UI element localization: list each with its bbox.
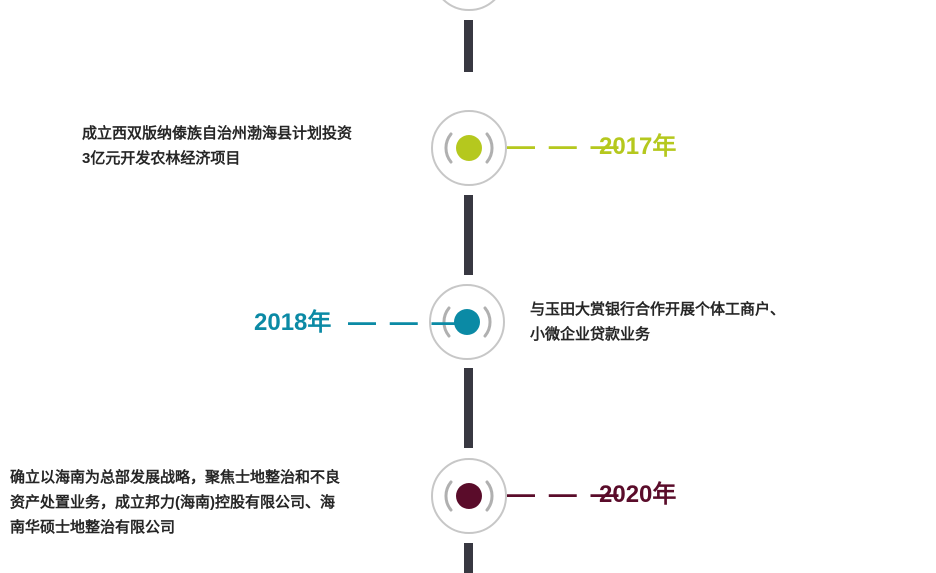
timeline-node-partial [429, 0, 509, 13]
event-description-2018: 与玉田大赏银行合作开展个体工商户、 小微企业贷款业务 [530, 297, 785, 347]
year-label-2017: 2017年 [599, 133, 677, 160]
event-description-line: 成立西双版纳傣族自治州渤海县计划投资 [82, 125, 353, 142]
event-description-line: 小微企业贷款业务 [530, 326, 651, 343]
event-description-line: 确立以海南为总部发展战略，聚焦士地整治和不良 [10, 469, 341, 486]
event-description-line: 3亿元开发农林经济项目 [82, 150, 241, 167]
year-label-2018: 2018年 [254, 309, 332, 336]
event-description-2020: 确立以海南为总部发展战略，聚焦士地整治和不良 资产处置业务，成立邦力(海南)控股… [10, 465, 340, 540]
year-label-2020: 2020年 [599, 481, 677, 508]
year-connector-2017: — — — [507, 130, 622, 161]
timeline-node-2017 [429, 108, 509, 188]
timeline-line-segment [464, 543, 473, 573]
year-connector-2020: — — — [507, 478, 622, 509]
timeline-line-segment [464, 20, 473, 72]
event-description-2017: 成立西双版纳傣族自治州渤海县计划投资 3亿元开发农林经济项目 [82, 121, 352, 171]
event-description-line: 资产处置业务，成立邦力(海南)控股有限公司、海 [10, 494, 335, 511]
event-description-line: 南华硕士地整治有限公司 [10, 519, 176, 536]
timeline-line-segment [464, 195, 473, 275]
event-description-line: 与玉田大赏银行合作开展个体工商户、 [530, 301, 786, 318]
timeline-node-2018 [427, 282, 507, 362]
timeline-node-2020 [429, 456, 509, 536]
year-connector-2018: — — — [348, 306, 463, 337]
timeline-line-segment [464, 368, 473, 448]
